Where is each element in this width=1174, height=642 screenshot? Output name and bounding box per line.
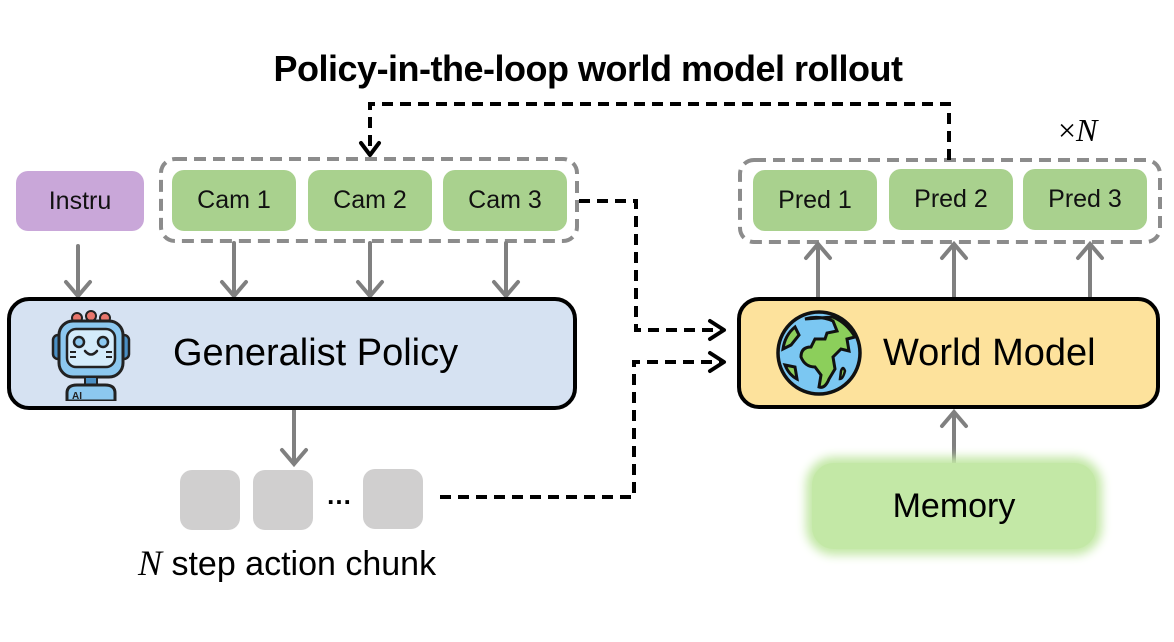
action-chunk-caption: N step action chunk (138, 542, 436, 584)
camera-input-1: Cam 1 (172, 170, 296, 231)
ellipsis-text: … (326, 480, 352, 510)
instruction-label: Instru (48, 186, 112, 215)
arrow-cam1-to-policy (220, 241, 248, 300)
caption-variable: N (138, 543, 163, 583)
repeat-variable: N (1076, 112, 1098, 148)
arrow-wm-to-pred1 (804, 240, 832, 300)
prediction-label: Pred 3 (1048, 185, 1122, 213)
cams-to-wm-line (579, 199, 722, 332)
arrow-wm-to-pred2 (940, 240, 968, 300)
arrow-wm-to-pred3 (1076, 240, 1104, 300)
prediction-output-2: Pred 2 (889, 169, 1013, 230)
prediction-output-1: Pred 1 (753, 170, 877, 231)
globe-earth-icon (775, 309, 863, 397)
caption-text: step action chunk (162, 545, 437, 583)
arrow-cam3-to-policy (492, 241, 520, 300)
arrow-instru-to-policy (64, 244, 92, 300)
camera-input-2: Cam 2 (308, 170, 432, 231)
memory-label: Memory (892, 486, 1016, 525)
prediction-label: Pred 1 (778, 186, 852, 214)
robot-ai-icon: AI (51, 309, 131, 402)
world-model-label: World Model (883, 331, 1096, 374)
action-ellipsis: … (326, 480, 352, 511)
instruction-input: Instru (16, 171, 144, 231)
camera-label: Cam 2 (333, 186, 407, 214)
prediction-output-3: Pred 3 (1023, 169, 1147, 230)
world-model-box: World Model (737, 297, 1160, 409)
action-step-1 (180, 470, 240, 530)
times-symbol: × (1058, 112, 1077, 148)
arrow-policy-to-actions (280, 408, 308, 468)
rollout-loop-line (368, 102, 951, 160)
arrow-cam2-to-policy (356, 241, 384, 300)
actions-to-wm-arrowhead (708, 351, 726, 373)
generalist-policy-label: Generalist Policy (173, 332, 459, 374)
action-step-n (363, 469, 423, 529)
action-step-2 (253, 470, 313, 530)
generalist-policy-box: AI Generalist Policy (7, 297, 577, 410)
camera-label: Cam 3 (468, 186, 542, 214)
camera-input-3: Cam 3 (443, 170, 567, 231)
diagram-title: Policy-in-the-loop world model rollout (0, 48, 1174, 90)
rollout-loop-arrowhead (359, 141, 381, 157)
svg-text:AI: AI (72, 391, 82, 401)
camera-label: Cam 1 (197, 186, 271, 214)
memory-box: Memory (812, 463, 1096, 549)
cams-to-wm-arrowhead (708, 319, 726, 341)
diagram-title-text: Policy-in-the-loop world model rollout (273, 48, 903, 89)
prediction-label: Pred 2 (914, 185, 988, 213)
arrow-memory-to-wm (940, 408, 968, 468)
repeat-count-label: ×N (1058, 112, 1097, 149)
